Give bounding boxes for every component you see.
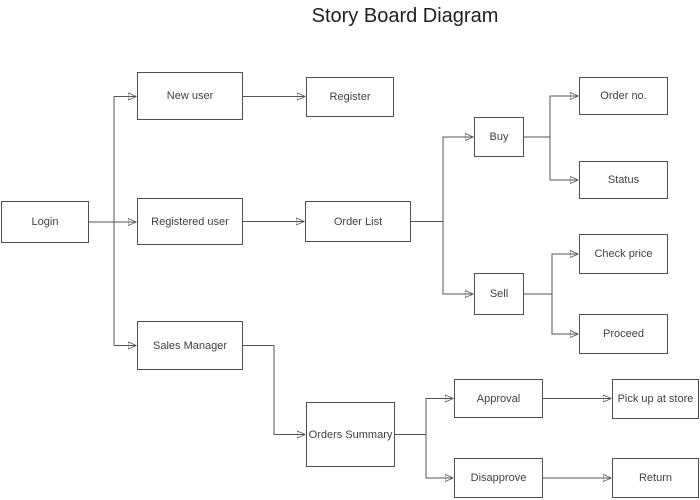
connector-sales-manager-orders-summary [243,345,305,435]
node-orders-summary: Orders Summary [306,402,395,467]
connector-sell-proceed [551,294,578,334]
node-login: Login [1,201,89,243]
node-sales-manager: Sales Manager [137,321,243,370]
node-sell: Sell [474,273,524,315]
node-return: Return [612,458,699,498]
node-buy: Buy [474,117,524,157]
connector-buy-status [549,137,578,180]
node-pick-up-at-store: Pick up at store [612,379,699,419]
node-approval: Approval [454,379,543,418]
connector-orders-summary-disapprove [425,434,453,479]
connector-buy-order-no [524,96,578,138]
diagram-title: Story Board Diagram [311,5,499,27]
node-disapprove: Disapprove [454,458,543,498]
node-status: Status [579,161,668,199]
connector-orders-summary-approval [395,399,453,435]
connector-order-list-buy [411,137,473,222]
node-check-price: Check price [579,234,668,274]
node-register: Register [306,77,394,117]
connector-order-list-sell [442,221,473,295]
node-new-user: New user [137,72,243,120]
node-order-list: Order List [305,201,411,242]
connector-sell-check-price [524,254,578,295]
node-order-no: Order no. [579,77,668,115]
node-registered-user: Registered user [137,198,243,245]
node-proceed: Proceed [579,314,668,354]
